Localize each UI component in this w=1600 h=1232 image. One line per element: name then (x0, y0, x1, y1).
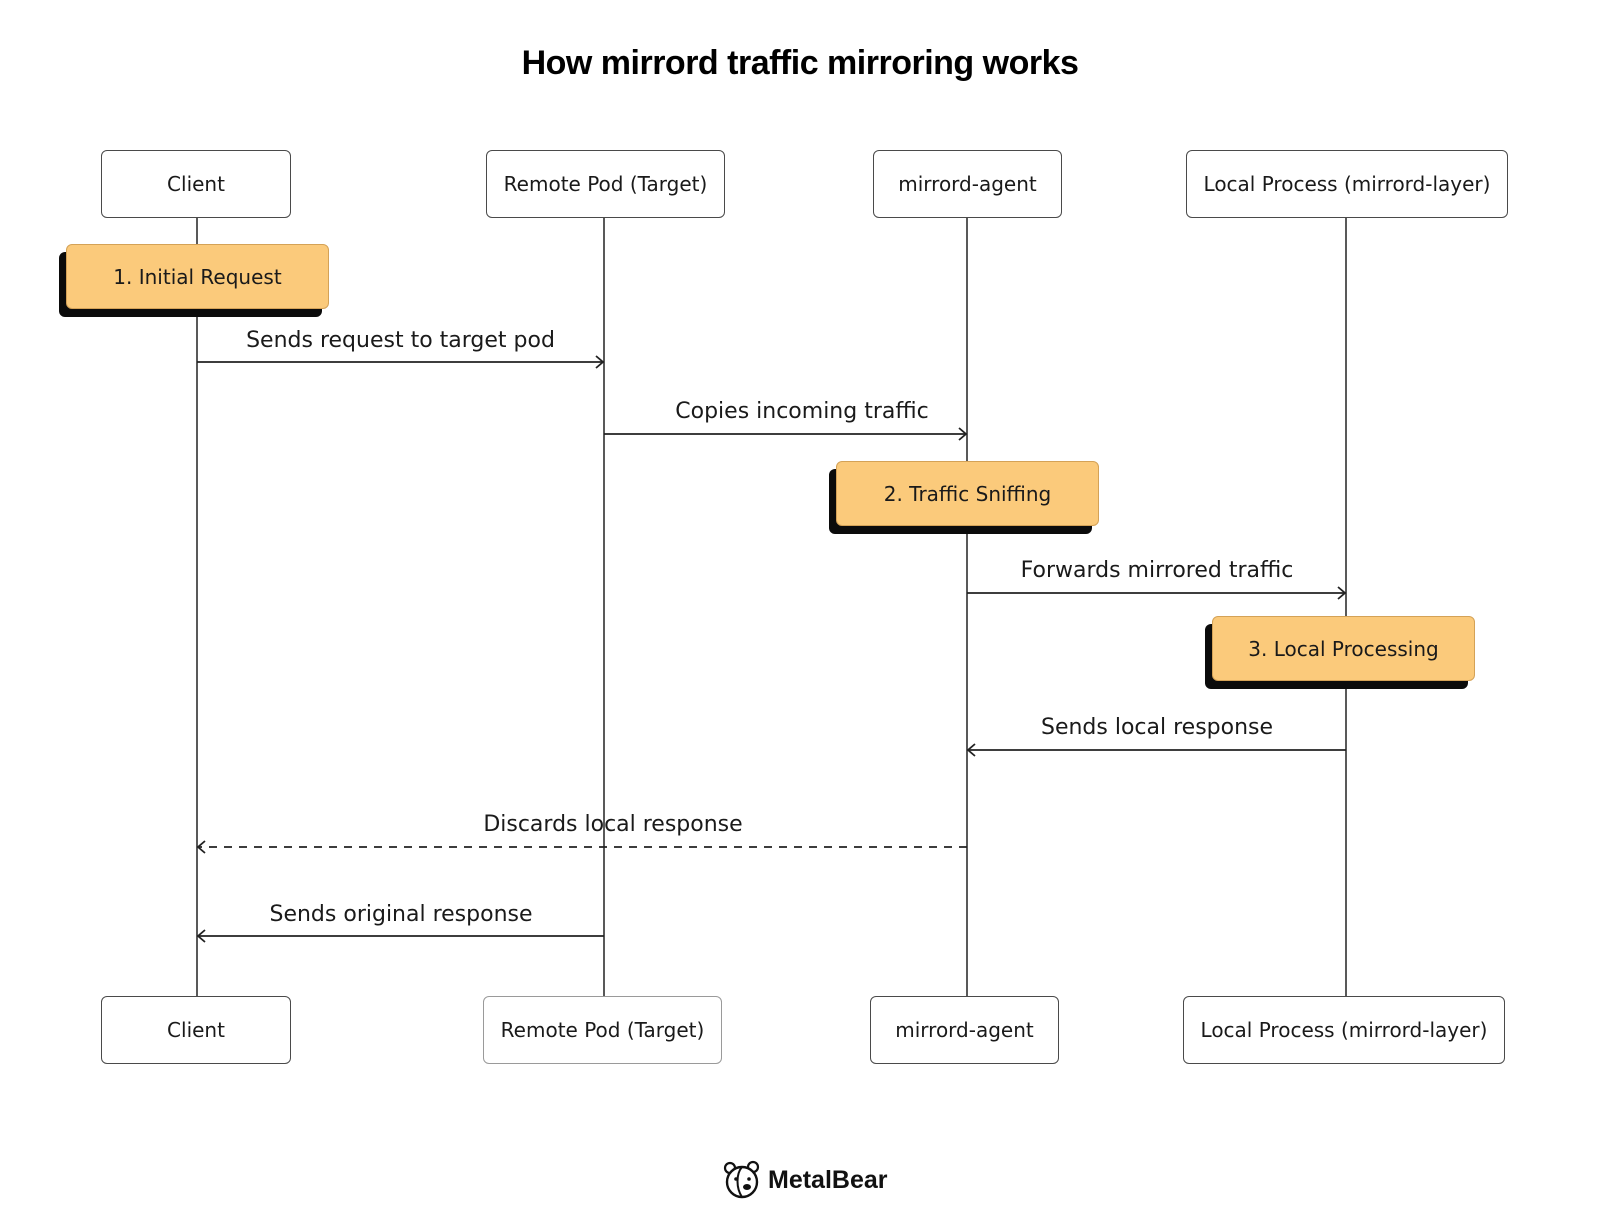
message-label-1: Sends request to target pod (246, 328, 555, 353)
note-label: 3. Local Processing (1212, 616, 1475, 681)
note-label: 1. Initial Request (66, 244, 329, 309)
participant-bottom-agent: mirrord-agent (870, 996, 1059, 1064)
participant-bottom-local: Local Process (mirrord-layer) (1183, 996, 1505, 1064)
message-label-2: Copies incoming traffic (675, 399, 929, 424)
diagram-title: How mirrord traffic mirroring works (521, 44, 1079, 82)
message-arrowhead-6 (196, 929, 206, 943)
participant-top-local: Local Process (mirrord-layer) (1186, 150, 1508, 218)
message-label-3: Forwards mirrored traffic (1020, 558, 1294, 583)
participant-top-client: Client (101, 150, 291, 218)
participant-top-pod: Remote Pod (Target) (486, 150, 725, 218)
message-label-6: Sends original response (269, 902, 533, 927)
logo-text: MetalBear (768, 1165, 888, 1194)
message-arrowhead-1 (595, 355, 605, 369)
metalbear-logo: MetalBear (722, 1160, 888, 1200)
message-arrowhead-5 (196, 840, 206, 854)
message-label-4: Sends local response (1040, 715, 1274, 740)
participant-bottom-client: Client (101, 996, 291, 1064)
bear-icon (723, 1160, 760, 1199)
message-arrowhead-2 (958, 427, 968, 441)
message-arrowhead-4 (966, 743, 976, 757)
participant-bottom-pod: Remote Pod (Target) (483, 996, 722, 1064)
message-arrowhead-3 (1337, 586, 1347, 600)
participant-top-agent: mirrord-agent (873, 150, 1062, 218)
message-label-5: Discards local response (483, 812, 743, 837)
note-label: 2. Traffic Sniffing (836, 461, 1099, 526)
